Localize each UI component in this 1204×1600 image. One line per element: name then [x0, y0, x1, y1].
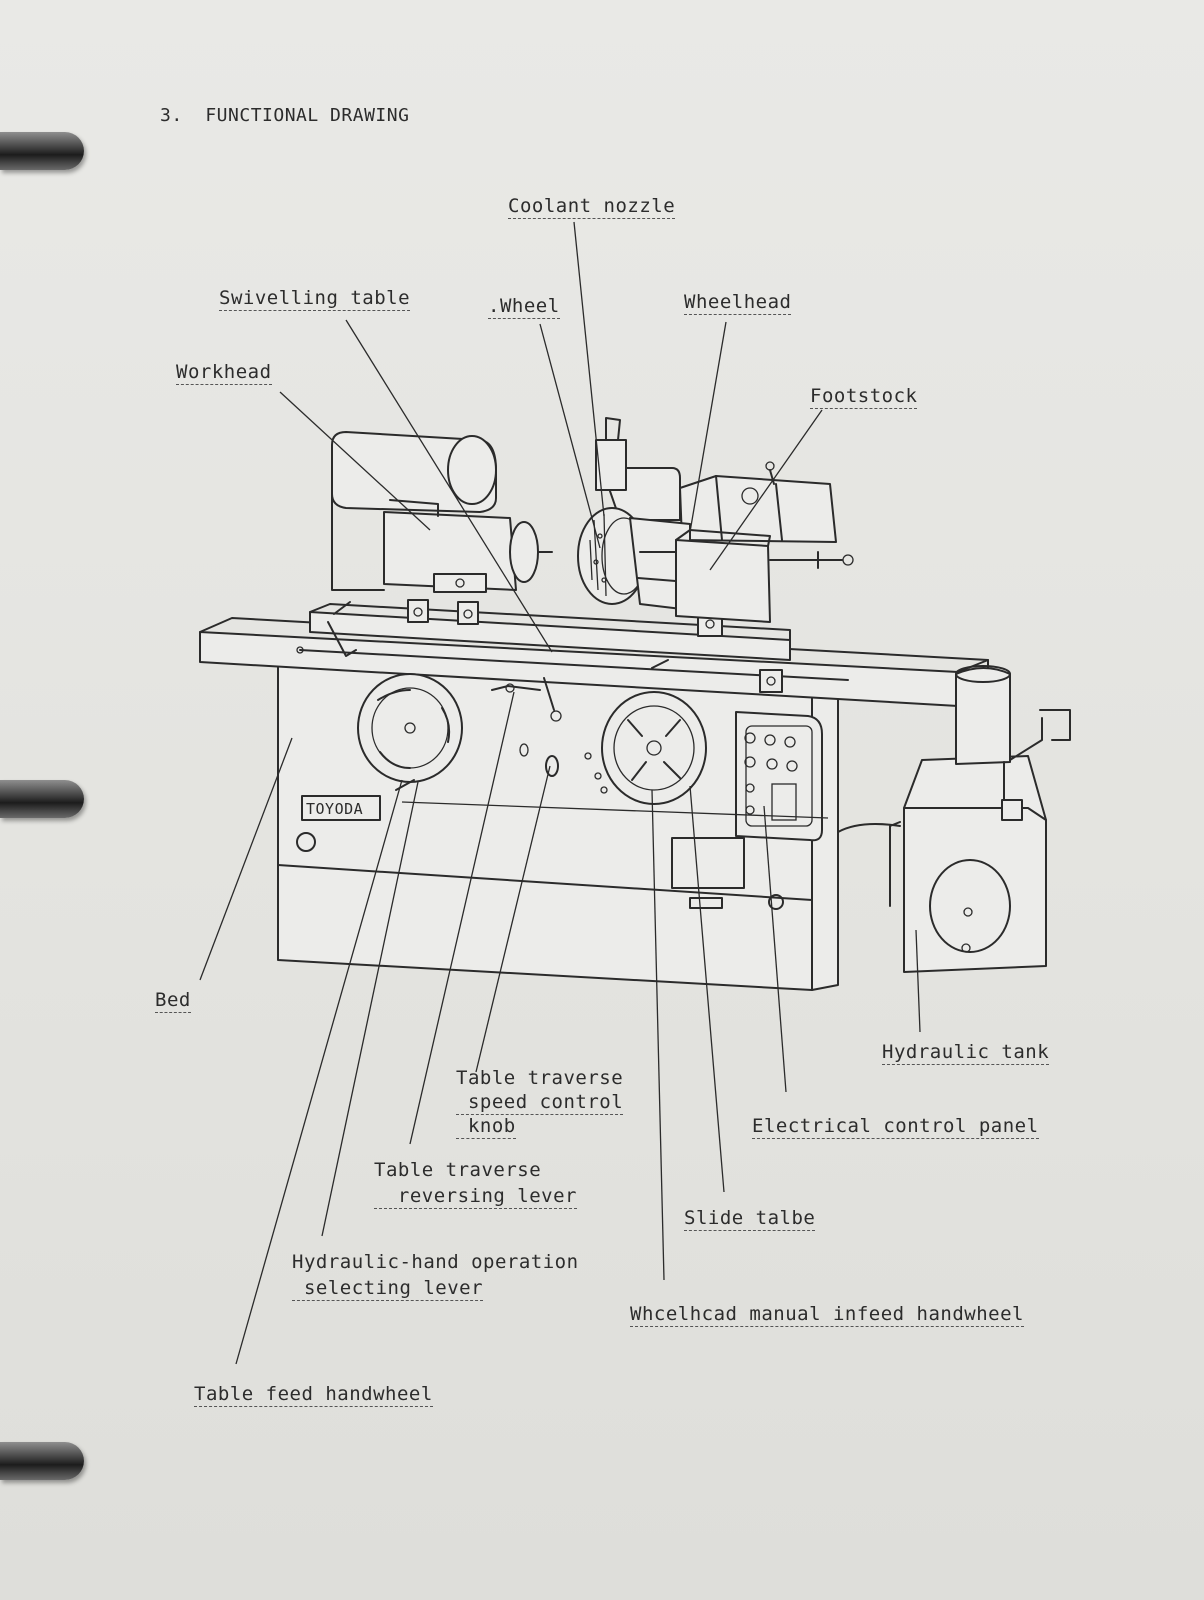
label-wheelhead-handwheel: Whcelhcad manual infeed handwheel	[630, 1303, 1024, 1327]
label-slide-table: Slide talbe	[684, 1207, 816, 1231]
label-hydraulic-hand-line2: selecting lever	[292, 1277, 484, 1301]
wheelhead-handwheel	[601, 659, 707, 805]
label-swivelling-table: Swivelling table	[219, 287, 411, 311]
workhead	[331, 431, 553, 593]
front-panel	[671, 837, 784, 910]
label-footstock: Footstock	[810, 385, 918, 409]
label-hydraulic-tank: Hydraulic tank	[882, 1041, 1050, 1065]
section-heading: 3. FUNCTIONAL DRAWING	[160, 105, 410, 126]
brand-plate: TOYODA	[306, 800, 364, 818]
front-controls	[296, 677, 608, 852]
label-workhead: Workhead	[176, 361, 272, 385]
binder-ring-middle	[0, 780, 84, 818]
hydraulic-tank	[837, 665, 1071, 973]
label-table-traverse-reversing-line2: reversing lever	[374, 1185, 577, 1209]
wheelhead	[595, 417, 837, 543]
label-table-traverse-speed-line3: knob	[456, 1115, 516, 1139]
leader-lines	[199, 221, 921, 1365]
label-table-traverse-speed-line2: speed control	[456, 1091, 624, 1115]
label-table-traverse-reversing-line1: Table traverse	[374, 1159, 542, 1181]
label-bed: Bed	[155, 989, 191, 1013]
electrical-control-panel	[735, 711, 823, 842]
label-hydraulic-hand-line1: Hydraulic-hand operation	[292, 1251, 579, 1273]
label-coolant-nozzle: Coolant nozzle	[508, 195, 676, 219]
label-electrical-control-panel: Electrical control panel	[752, 1115, 1039, 1139]
label-table-feed-handwheel: Table feed handwheel	[194, 1383, 433, 1407]
grinding-wheel	[577, 507, 691, 611]
binder-ring-top	[0, 132, 84, 170]
label-wheelhead: Wheelhead	[684, 291, 792, 315]
swivelling-table	[296, 599, 791, 693]
label-wheel: .Wheel	[488, 295, 560, 319]
binder-ring-bottom	[0, 1442, 84, 1480]
label-table-traverse-speed-line1: Table traverse	[456, 1067, 624, 1089]
footstock	[651, 529, 854, 623]
